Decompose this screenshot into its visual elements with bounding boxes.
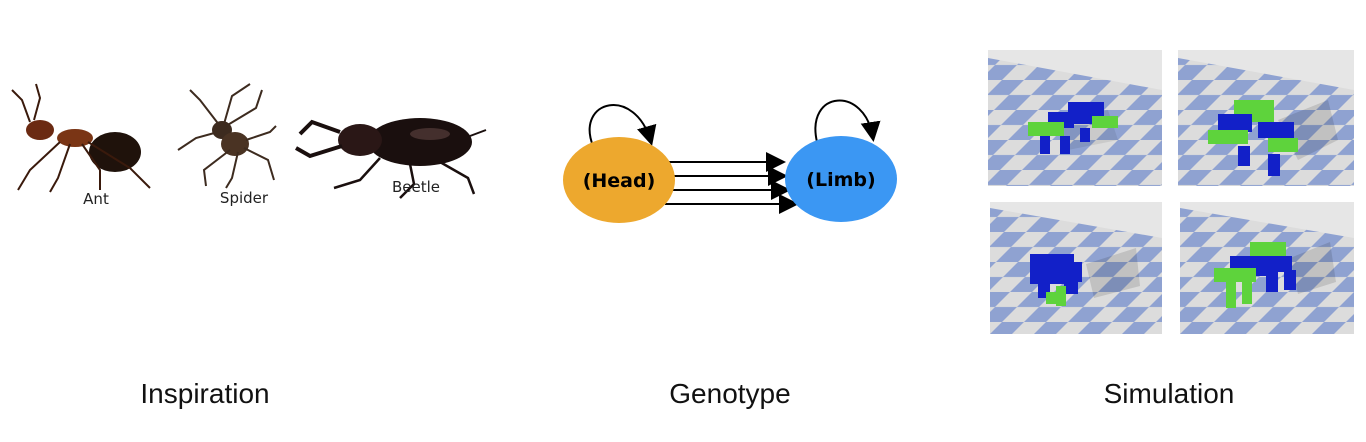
ant-image [11,83,151,193]
head-node [563,137,675,223]
ant-label: Ant [83,190,109,208]
beetle-label: Beetle [392,178,440,196]
genotype-graph: (Head) (Limb) [563,99,897,223]
inspiration-caption: Inspiration [140,378,270,409]
insect-illustrations: Ant Spider Beetle [11,83,487,208]
genotype-caption: Genotype [669,378,791,409]
sim-frame-3 [990,202,1162,334]
spider-image [177,83,277,189]
limb-self-loop [814,99,881,143]
simulation-frames [988,50,1354,334]
beetle-image [295,118,487,199]
spider-label: Spider [220,189,269,207]
inspiration-panel: Ant Spider Beetle [0,60,500,220]
genotype-panel: (Head) (Limb) [555,80,915,230]
sim-frame-2 [1178,50,1354,186]
sim-frame-1 [988,50,1162,186]
limb-node-label: (Limb) [806,169,875,191]
head-self-loop [588,104,657,147]
head-node-label: (Head) [583,170,656,192]
sim-frame-4 [1180,202,1354,334]
limb-node [785,136,897,222]
simulation-panel [986,48,1356,338]
head-to-limb-edges [665,152,799,214]
simulation-caption: Simulation [1103,378,1235,409]
